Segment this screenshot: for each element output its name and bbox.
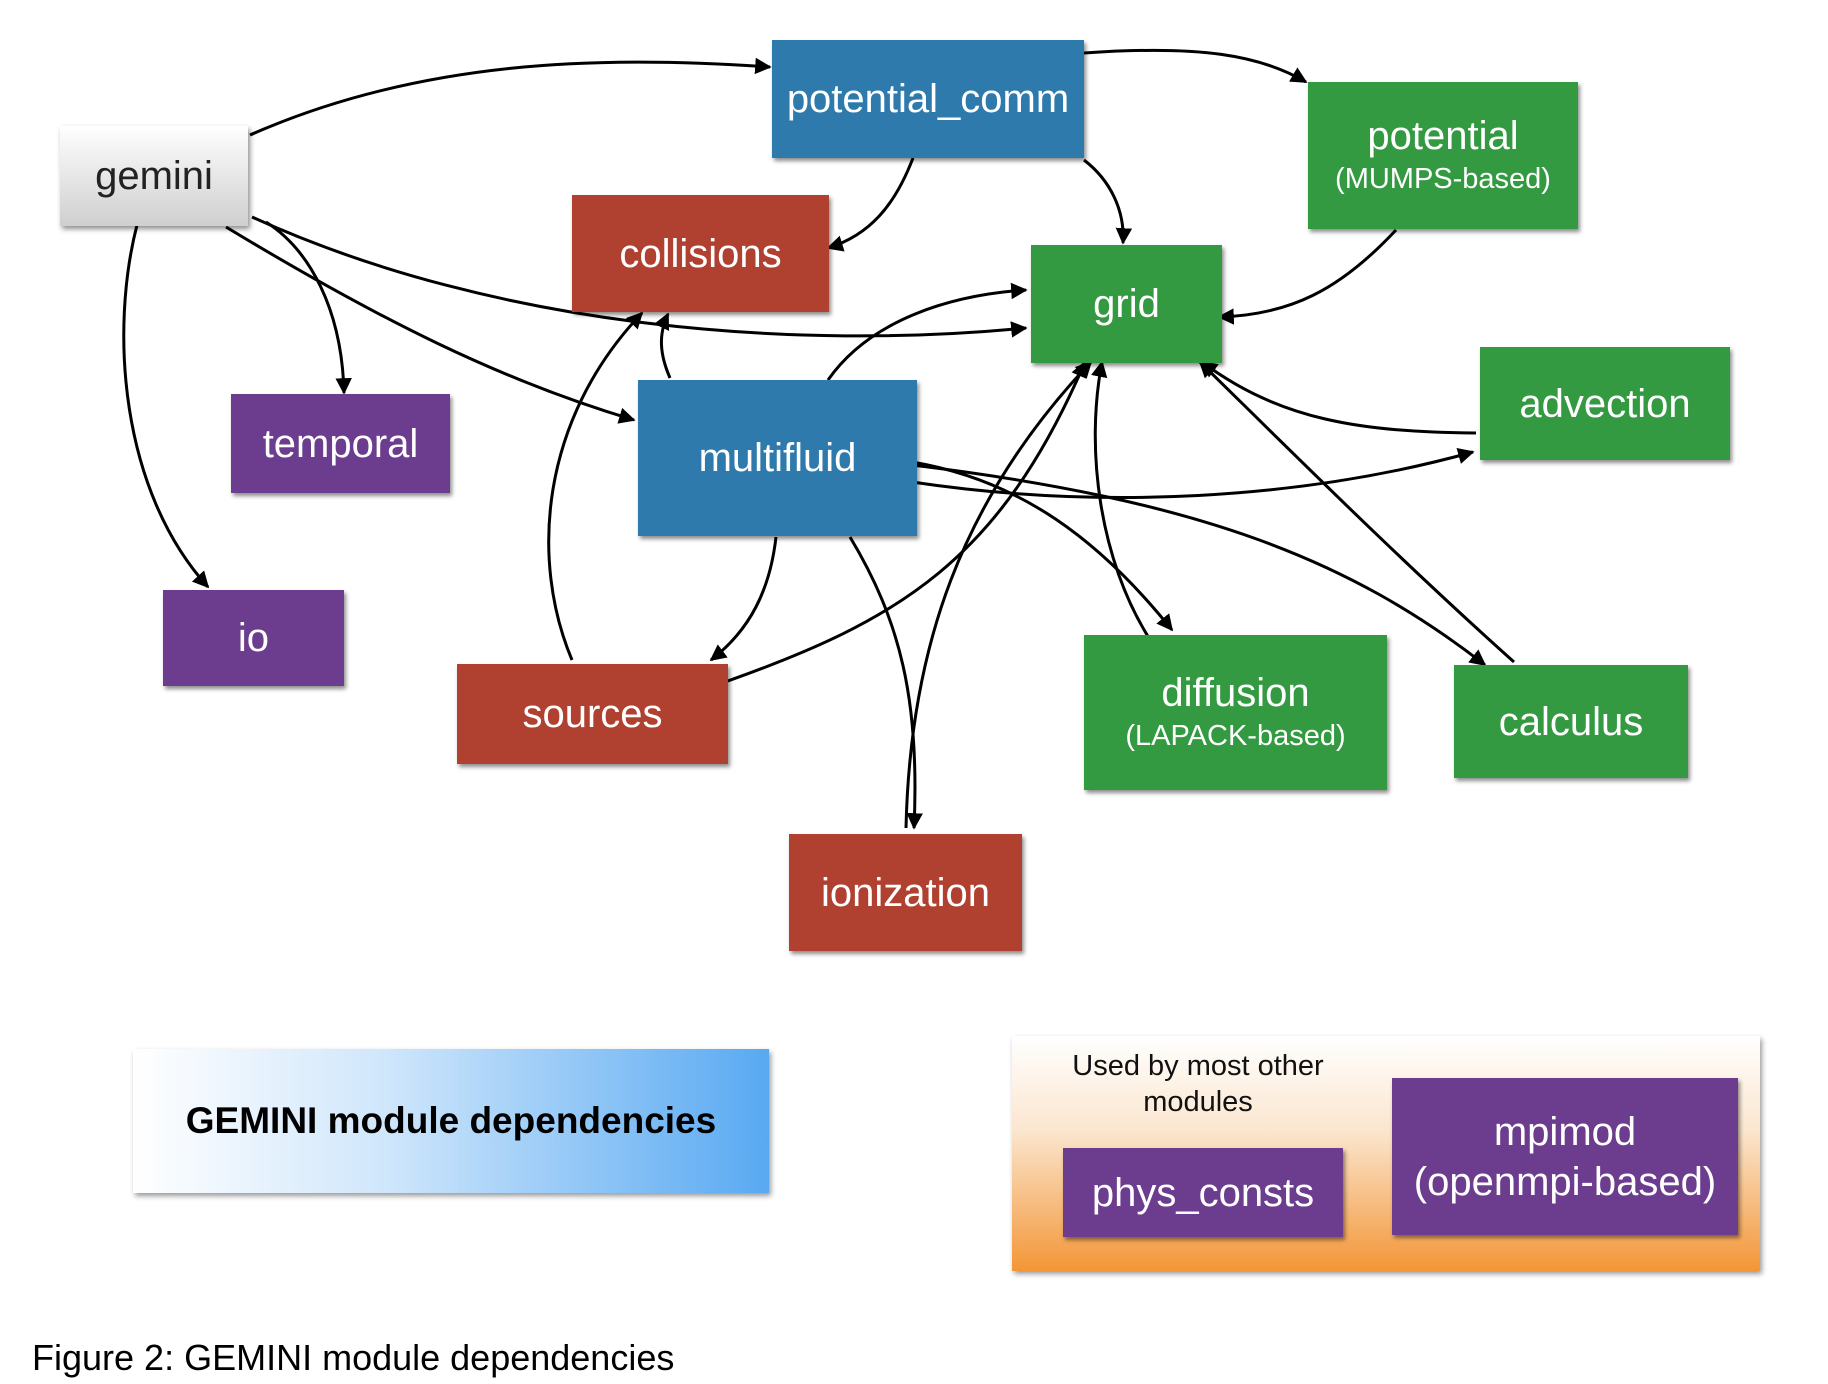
edge-gemini-io — [122, 224, 210, 589]
edge-potential-comm-potential — [1083, 48, 1308, 84]
edge-calculus-grid — [1198, 360, 1516, 664]
node-sources: sources — [457, 664, 728, 764]
edge-sources-grid — [724, 360, 1087, 684]
edge-gemini-temporal — [265, 220, 352, 395]
edge-multifluid-ionization — [848, 536, 923, 830]
node-label: grid — [1093, 282, 1160, 326]
node-potential-comm: potential_comm — [772, 40, 1084, 158]
edge-gemini-grid — [251, 215, 1028, 338]
node-phys-consts: phys_consts — [1063, 1148, 1343, 1237]
legend-note: Used by most other modules — [1072, 1050, 1324, 1118]
edge-gemini-potential-comm — [249, 57, 772, 137]
node-label: ionization — [820, 870, 990, 915]
diagram-title-box: GEMINI module dependencies — [133, 1049, 769, 1193]
node-label: collisions — [619, 231, 782, 276]
node-diffusion: diffusion (LAPACK-based) — [1084, 635, 1387, 790]
edge-advection-grid — [1200, 360, 1477, 435]
edge-potential-comm-grid — [1083, 158, 1133, 245]
edge-multifluid-collisions — [654, 312, 672, 379]
node-label: sources — [522, 692, 663, 736]
edge-potential-comm-collisions — [826, 157, 915, 252]
diagram-title: GEMINI module dependencies — [185, 1100, 717, 1141]
edge-multifluid-sources — [709, 536, 778, 662]
node-label: phys_consts — [1091, 1170, 1315, 1215]
node-label: potential_comm — [786, 77, 1070, 121]
node-grid: grid — [1031, 245, 1222, 363]
edge-potential-grid — [1217, 228, 1398, 325]
node-potential: potential (MUMPS-based) — [1308, 82, 1578, 229]
node-advection: advection — [1480, 347, 1730, 460]
node-temporal: temporal — [231, 394, 450, 493]
node-sublabel: (LAPACK-based) — [1125, 720, 1346, 753]
node-label: calculus — [1498, 699, 1644, 744]
node-label: diffusion — [1161, 671, 1310, 716]
node-collisions: collisions — [572, 195, 829, 312]
node-gemini: gemini — [60, 126, 248, 226]
node-label: temporal — [262, 421, 419, 466]
edge-ionization-grid — [904, 360, 1093, 829]
edge-multifluid-calculus — [911, 463, 1487, 667]
node-label: io — [237, 616, 270, 660]
node-ionization: ionization — [789, 834, 1022, 951]
edge-diffusion-grid — [1091, 360, 1151, 639]
node-label: mpimod — [1493, 1109, 1637, 1154]
edge-multifluid-advection — [911, 448, 1475, 499]
node-sublabel: (openmpi-based) — [1413, 1159, 1717, 1204]
node-calculus: calculus — [1454, 665, 1688, 778]
node-mpimod: mpimod (openmpi-based) — [1392, 1078, 1738, 1235]
node-label: gemini — [95, 154, 213, 198]
node-label: multifluid — [698, 436, 857, 480]
edge-sources-collisions — [547, 311, 644, 661]
node-label: advection — [1519, 381, 1691, 426]
node-sublabel: (MUMPS-based) — [1335, 163, 1551, 196]
edge-multifluid-grid — [826, 282, 1028, 381]
node-multifluid: multifluid — [638, 380, 917, 536]
node-label: potential — [1367, 114, 1519, 159]
node-io: io — [163, 590, 344, 686]
figure-caption: Figure 2: GEMINI module dependencies — [32, 1337, 675, 1378]
